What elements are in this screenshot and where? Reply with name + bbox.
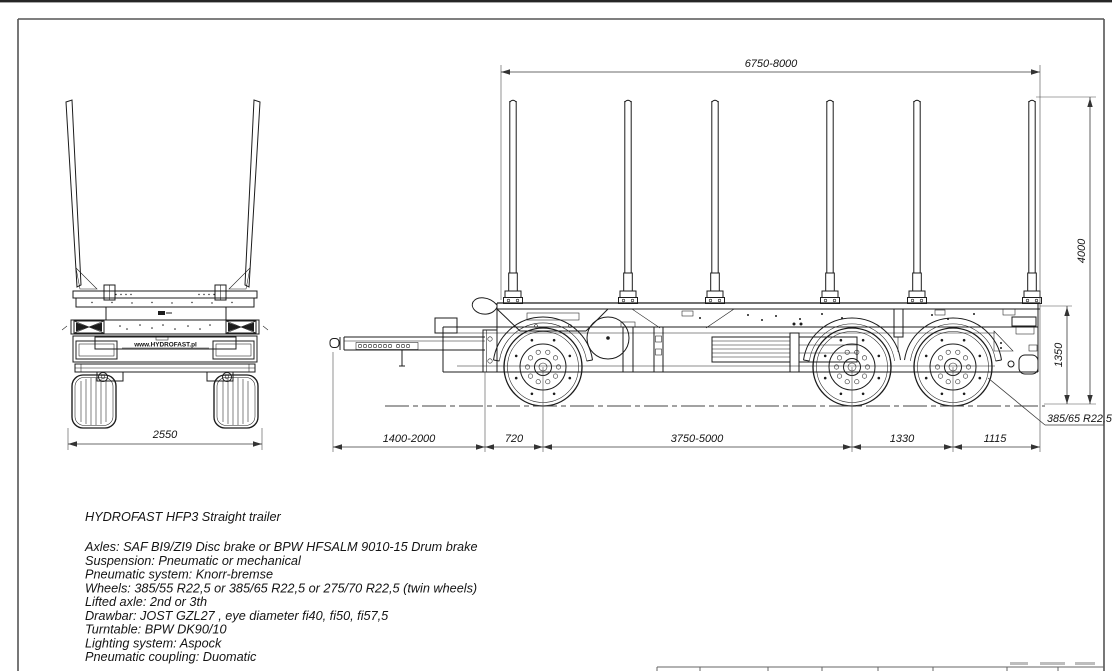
title-block-faint-marks	[1010, 662, 1095, 665]
fender-rear-2	[904, 317, 1002, 362]
fender-bracket-mid	[893, 308, 904, 352]
stake-gusset-right	[228, 267, 251, 290]
rear-width-dimension: 2550	[67, 428, 263, 450]
dim-wheelbase: 3750-5000	[671, 433, 724, 445]
platform-height-dimension: 1350	[1040, 305, 1072, 404]
spec-text-block: HYDROFAST HFP3 Straight trailer Axles: S…	[84, 510, 478, 664]
side-view: 6750-8000 1400-2000 720 3750-5000 1330 1…	[329, 58, 1112, 452]
brand-text: www.HYDROFAST.pl	[133, 342, 197, 349]
spec-line-drawbar: Drawbar: JOST GZL27 , eye diameter fi40,…	[85, 609, 389, 623]
spec-line-lifted-axle: Lifted axle: 2nd or 3th	[85, 595, 207, 609]
ribbed-box	[711, 336, 791, 363]
turntable	[496, 308, 609, 332]
rear-width-dim-label: 2550	[152, 429, 178, 441]
rope-hook-left	[61, 325, 68, 331]
drawbar-hinge	[482, 329, 498, 373]
spec-line-wheels: Wheels: 385/55 R22,5 or 385/65 R22,5 or …	[85, 581, 477, 595]
chassis-frame	[442, 303, 1039, 373]
drawbar-holes	[355, 342, 419, 350]
spec-line-turntable: Turntable: BPW DK90/10	[85, 623, 227, 637]
platform	[471, 297, 1040, 330]
stake-5	[907, 99, 927, 304]
spec-line-coupling: Pneumatic coupling: Duomatic	[85, 650, 257, 664]
rear-bunk	[72, 284, 258, 321]
spec-line-axles: Axles: SAF BI9/ZI9 Disc brake or BPW HFS…	[84, 540, 478, 554]
tail-lamp-left	[73, 320, 105, 334]
stake-4	[820, 99, 840, 304]
length-dimension: 6750-8000	[500, 58, 1041, 452]
rear-end	[993, 308, 1039, 375]
tire-callout: 385/65 R22,5	[987, 377, 1112, 426]
rear-view: www.HYDROFAST.pl 2	[61, 99, 269, 450]
stake-6	[1022, 99, 1042, 304]
tire-leader-line	[987, 377, 1046, 426]
front-hook	[471, 297, 498, 315]
rear-panel: www.HYDROFAST.pl	[72, 335, 258, 363]
stake-2	[618, 99, 638, 304]
dim-tandem-spread: 1330	[890, 433, 915, 445]
fender-front	[493, 316, 593, 362]
fender-rear-1	[803, 317, 901, 362]
rear-wheel-right	[213, 374, 259, 429]
brand-banner	[94, 336, 237, 350]
tire-size-label: 385/65 R22,5	[1047, 413, 1112, 425]
title-block	[656, 662, 1104, 671]
platform-height-dim-label: 1350	[1053, 342, 1065, 367]
rear-stake-right	[244, 99, 261, 288]
rear-axle	[96, 371, 234, 382]
dim-rear-overhang: 1115	[984, 433, 1008, 445]
rear-lamp	[1007, 354, 1039, 375]
length-dim-label: 6750-8000	[745, 58, 798, 70]
air-tank	[586, 316, 630, 360]
stake-1	[503, 99, 523, 304]
bottom-dimensions: 1400-2000 720 3750-5000 1330 1115	[332, 352, 1040, 452]
spec-line-suspension: Suspension: Pneumatic or mechanical	[85, 554, 302, 568]
dim-pivot-to-axle: 720	[505, 433, 524, 445]
plate-left	[75, 340, 118, 360]
window-top-edge	[0, 0, 1112, 3]
drawbar	[329, 317, 498, 373]
side-stakes	[503, 99, 1042, 304]
overall-height-dimension: 4000	[1036, 96, 1096, 405]
plate-right	[212, 340, 255, 360]
tail-lamp-right	[225, 320, 257, 334]
stake-3	[705, 99, 725, 304]
rear-bumper	[74, 363, 256, 373]
rear-wheel-left	[71, 374, 117, 429]
spec-title: HYDROFAST HFP3 Straight trailer	[85, 510, 282, 524]
bunk-logo-mark	[158, 311, 172, 315]
rear-cross-member	[61, 319, 269, 335]
rope-hook-right	[262, 325, 269, 331]
spec-line-pneumatic-system: Pneumatic system: Knorr-bremse	[85, 568, 273, 582]
stake-gusset-left	[75, 267, 98, 290]
rear-stake-left	[65, 99, 82, 288]
spec-line-lighting: Lighting system: Aspock	[85, 636, 222, 650]
drawbar-eye	[329, 337, 345, 350]
dim-drawbar-length: 1400-2000	[383, 433, 436, 445]
overall-height-dim-label: 4000	[1076, 238, 1088, 263]
drawbar-bracket	[434, 317, 458, 334]
